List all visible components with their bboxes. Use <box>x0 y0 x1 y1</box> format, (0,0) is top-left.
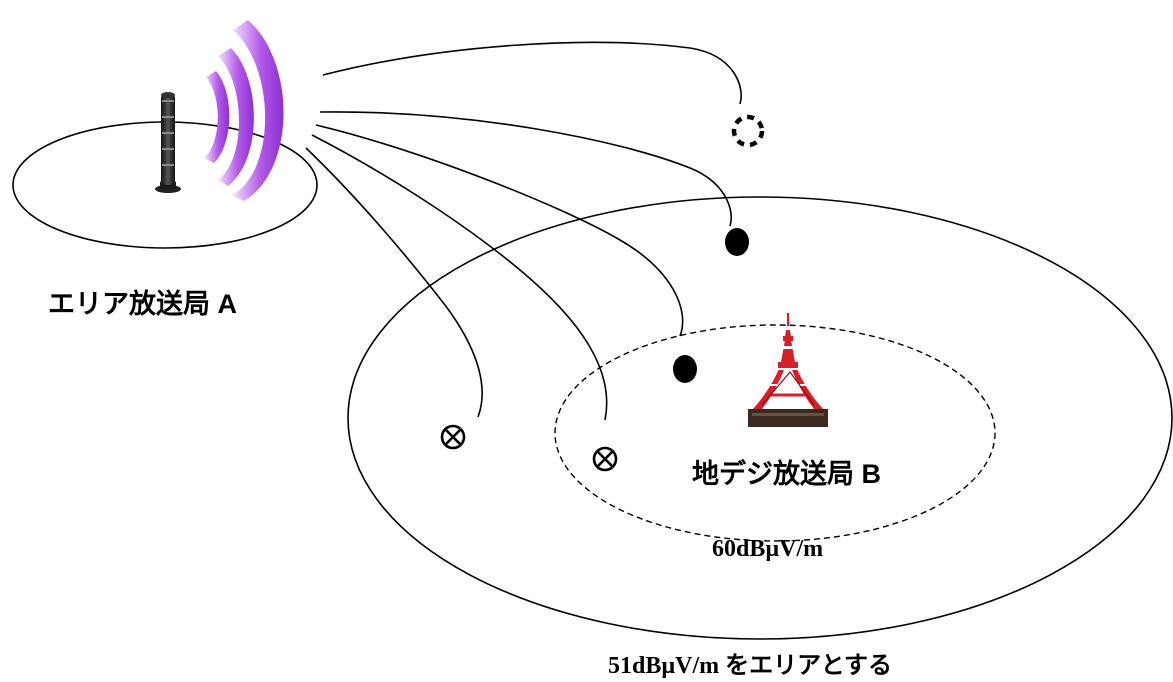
outer-contour-label: 51dBµV/m をエリアとする <box>608 653 892 679</box>
signal-path-inner-dot <box>315 124 684 337</box>
station-a-label: エリア放送局 A <box>48 289 237 319</box>
good-reception-marker-outer <box>725 228 749 256</box>
no-reception-marker <box>731 114 765 148</box>
interference-marker-outer <box>440 424 466 450</box>
signal-path-outer-dot <box>319 111 732 227</box>
radio-wave-icon <box>204 20 284 201</box>
interference-marker-inner <box>592 446 618 472</box>
tokyo-tower-icon <box>748 313 828 427</box>
station-b-label: 地デジ放送局 B <box>692 459 881 489</box>
signal-path-inner-x <box>311 134 608 421</box>
signal-paths <box>305 41 742 421</box>
signal-path-no-reception <box>322 41 742 105</box>
inner-contour-ellipse <box>554 324 996 542</box>
inner-contour-label: 60dBµV/m <box>712 536 824 562</box>
outer-contour-ellipse <box>347 196 1173 640</box>
radio-transmitter-icon <box>155 92 181 193</box>
signal-path-outer-x <box>305 147 483 418</box>
good-reception-marker-inner <box>673 355 697 383</box>
